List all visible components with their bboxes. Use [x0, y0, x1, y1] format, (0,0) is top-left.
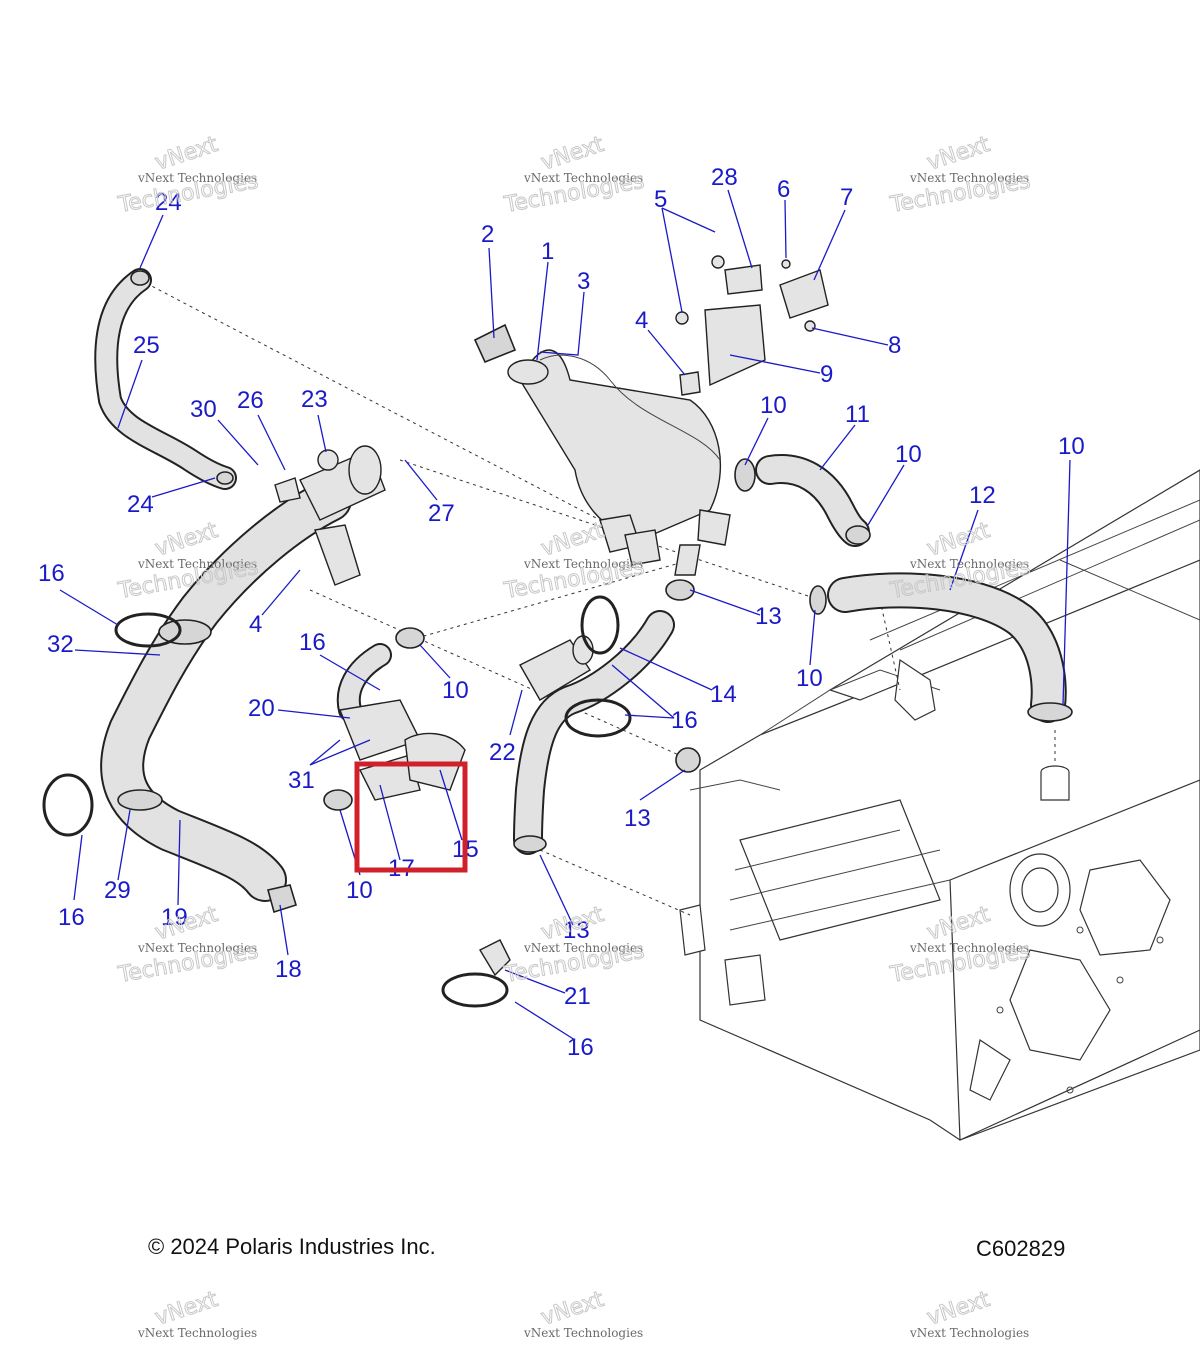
- callout-labels: 24 25 30 26 23 24 27 16 32 4 16 10 20 31…: [38, 164, 1085, 1061]
- callout-10: 10: [1058, 433, 1085, 460]
- chassis-frame: [679, 469, 1200, 1141]
- part-12-hose: [809, 572, 1073, 723]
- callout-10: 10: [895, 441, 922, 468]
- watermark-vnext: vNext: [152, 132, 221, 176]
- watermark-vnext: vNext: [538, 518, 607, 562]
- watermark-text: vNext Technologies: [909, 557, 1029, 571]
- part-9-bracket: [675, 255, 829, 396]
- watermark-vnext: vNext: [152, 518, 221, 562]
- callout-5: 5: [654, 186, 667, 213]
- callout-24: 24: [127, 491, 154, 518]
- callout-19: 19: [161, 904, 188, 931]
- part-23-tee-fitting: [274, 445, 386, 586]
- part-22-fitting: [519, 635, 594, 701]
- watermark-vnext: vNext: [924, 132, 993, 176]
- callout-9: 9: [820, 361, 833, 388]
- part-14-hose: [513, 579, 701, 855]
- callout-25: 25: [133, 332, 160, 359]
- part-1-surge-tank: [507, 349, 731, 576]
- callout-32: 32: [47, 631, 74, 658]
- part-16-cable-ties: [42, 595, 632, 1008]
- watermark-vnext: vNext: [924, 1287, 993, 1331]
- watermark-text: vNext Technologies: [523, 941, 643, 955]
- watermark-text: vNext Technologies: [137, 1326, 257, 1340]
- watermark-text: vNext Technologies: [523, 557, 643, 571]
- highlight-box-part-17: [354, 761, 468, 873]
- callout-26: 26: [237, 387, 264, 414]
- callout-13: 13: [755, 603, 782, 630]
- callout-31: 31: [288, 767, 315, 794]
- callout-10: 10: [796, 665, 823, 692]
- watermark-text: vNext Technologies: [523, 171, 643, 185]
- alignment-lines: [139, 279, 1056, 916]
- callout-6: 6: [777, 176, 790, 203]
- callout-11: 11: [845, 401, 870, 428]
- callout-10: 10: [760, 392, 787, 419]
- callout-10: 10: [442, 677, 469, 704]
- part-21-clip: [479, 939, 511, 977]
- callout-16: 16: [567, 1034, 594, 1061]
- callout-7: 7: [840, 184, 853, 211]
- part-2-cap: [473, 323, 517, 364]
- callout-21: 21: [564, 983, 591, 1010]
- callout-12: 12: [969, 482, 996, 509]
- callout-8: 8: [888, 332, 901, 359]
- callout-20: 20: [248, 695, 275, 722]
- leader-lines: [59, 189, 1071, 1041]
- callout-28: 28: [711, 164, 738, 191]
- watermark-text: vNext Technologies: [137, 941, 257, 955]
- part-18-clamp: [267, 884, 297, 914]
- callout-1: 1: [541, 238, 554, 265]
- watermark-text: vNext Technologies: [909, 171, 1029, 185]
- watermark-vnext: vNext: [924, 518, 993, 562]
- callout-2: 2: [481, 221, 494, 248]
- callout-24: 24: [155, 189, 182, 216]
- watermark-text: vNext Technologies: [909, 941, 1029, 955]
- callout-14: 14: [710, 681, 737, 708]
- part-32-29-19-hose: [100, 478, 352, 902]
- watermark-text: vNext Technologies: [137, 171, 257, 185]
- callout-16: 16: [671, 707, 698, 734]
- copyright-text: © 2024 Polaris Industries Inc.: [148, 1234, 436, 1259]
- diagram-code: C602829: [976, 1236, 1066, 1261]
- callout-10: 10: [346, 877, 373, 904]
- callout-13: 13: [624, 805, 651, 832]
- watermark-vnext: vNext: [152, 1287, 221, 1331]
- callout-29: 29: [104, 877, 131, 904]
- callout-3: 3: [577, 268, 590, 295]
- callout-27: 27: [428, 500, 455, 527]
- callout-22: 22: [489, 739, 516, 766]
- callout-16: 16: [299, 629, 326, 656]
- watermark-text: vNext Technologies: [909, 1326, 1029, 1340]
- callout-18: 18: [275, 956, 302, 983]
- part-24-25-hose: [94, 268, 237, 490]
- callout-16: 16: [38, 560, 65, 587]
- part-11-hose: [734, 454, 871, 547]
- watermark-vnext: vNext: [538, 132, 607, 176]
- callout-30: 30: [190, 396, 217, 423]
- callout-23: 23: [301, 386, 328, 413]
- watermark-vnext: vNext: [538, 1287, 607, 1331]
- callout-4: 4: [635, 307, 648, 334]
- watermark-text: vNext Technologies: [523, 1326, 643, 1340]
- callout-16: 16: [58, 904, 85, 931]
- callout-13: 13: [563, 917, 590, 944]
- watermark-text: vNext Technologies: [137, 557, 257, 571]
- callout-4: 4: [249, 611, 262, 638]
